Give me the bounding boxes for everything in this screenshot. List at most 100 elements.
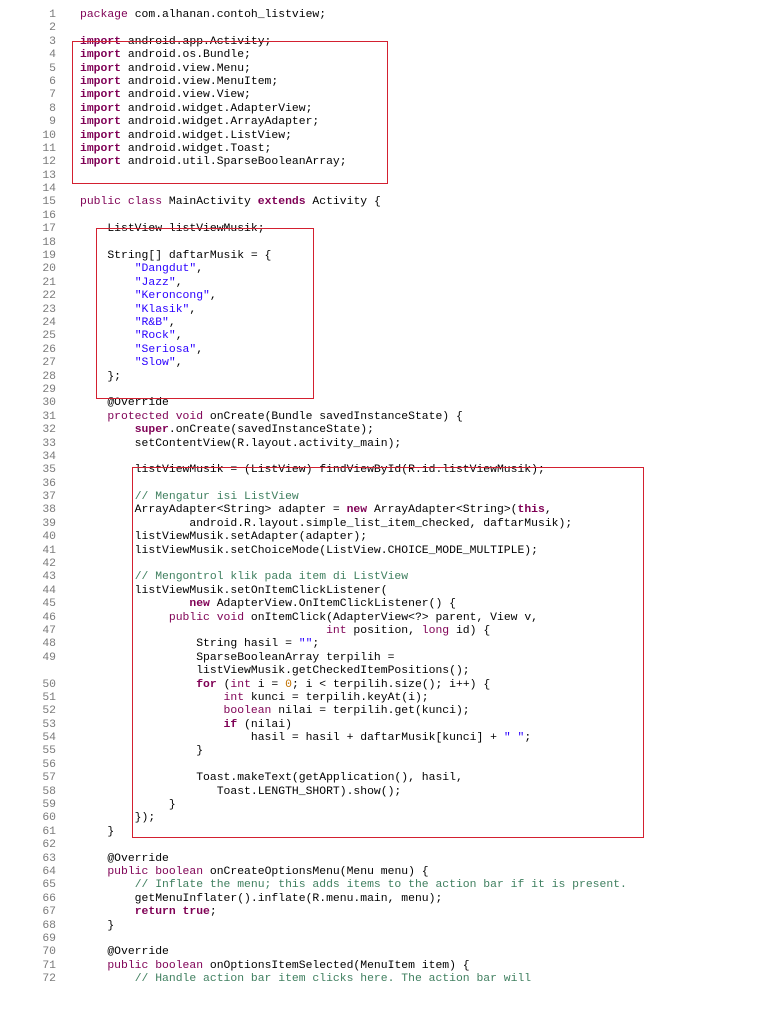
code-text: } — [80, 826, 114, 839]
code-line: 14 — [0, 183, 768, 196]
code-line: 63 @Override — [0, 853, 768, 866]
code-line: 59 } — [0, 799, 768, 812]
code-token: AdapterView.OnItemClickListener() { — [209, 598, 456, 611]
code-text: public boolean onCreateOptionsMenu(Menu … — [80, 866, 428, 879]
line-number: 21 — [42, 276, 56, 289]
code-line: 58 Toast.LENGTH_SHORT).show(); — [0, 786, 768, 799]
code-token — [80, 906, 135, 918]
code-text: "Dangdut", — [80, 263, 203, 276]
code-line: 62 — [0, 839, 768, 852]
line-number: 39 — [42, 517, 56, 530]
code-text: import android.util.SparseBooleanArray; — [80, 156, 347, 169]
code-token: import — [80, 75, 122, 88]
code-line: 40 listViewMusik.setAdapter(adapter); — [0, 531, 768, 544]
code-token: int — [326, 624, 347, 637]
line-number: 61 — [42, 825, 56, 838]
code-line: 60 }); — [0, 812, 768, 825]
code-token: MainActivity — [162, 196, 258, 209]
code-line: 24 "R&B", — [0, 317, 768, 330]
code-token: listViewMusik.getCheckedItemPositions(); — [80, 665, 470, 678]
code-token: onItemClick(AdapterView<?> parent, View … — [244, 611, 539, 624]
code-token: true — [182, 906, 210, 919]
code-line: 41 listViewMusik.setChoiceMode(ListView.… — [0, 545, 768, 558]
code-line: 30 @Override — [0, 397, 768, 410]
code-token: import — [80, 116, 122, 129]
code-token: new — [346, 504, 368, 517]
line-number: 48 — [42, 638, 56, 651]
code-text: Toast.makeText(getApplication(), hasil, — [80, 772, 463, 785]
code-line: 36 — [0, 478, 768, 491]
line-number: 2 — [49, 22, 56, 35]
code-line: 65 // Inflate the menu; this adds items … — [0, 879, 768, 892]
code-text: "Jazz", — [80, 277, 183, 290]
code-token: ; i < terpilih.size(); i++) { — [291, 678, 491, 691]
code-token: onOptionsItemSelected(MenuItem item) { — [203, 959, 470, 972]
line-number: 58 — [42, 785, 56, 798]
code-text: import android.view.Menu; — [80, 63, 251, 76]
code-token: import — [80, 129, 122, 142]
line-number: 32 — [42, 424, 56, 437]
code-text: import android.os.Bundle; — [80, 49, 251, 62]
line-number: 66 — [42, 892, 56, 905]
highlight-box-imports — [72, 41, 388, 184]
code-text: protected void onCreate(Bundle savedInst… — [80, 410, 463, 424]
line-number: 65 — [42, 879, 56, 892]
code-text: import android.view.View; — [80, 89, 251, 102]
line-number: 13 — [42, 169, 56, 182]
code-text: }; — [80, 371, 121, 384]
code-line: 12 import android.util.SparseBooleanArray… — [0, 156, 768, 169]
code-token — [80, 879, 135, 891]
code-line: 23 "Klasik", — [0, 304, 768, 317]
code-token: for — [196, 678, 217, 691]
code-token: onCreate(Bundle savedInstanceState) { — [203, 410, 463, 423]
line-number: 12 — [42, 156, 56, 169]
code-line: 33 setContentView(R.layout.activity_main… — [0, 438, 768, 451]
code-text: String[] daftarMusik = { — [80, 250, 271, 263]
code-line: 38 ArrayAdapter<String> adapter = new Ar… — [0, 504, 768, 517]
code-text: "Klasik", — [80, 304, 197, 317]
code-token: , — [544, 504, 552, 517]
code-token: public boolean — [107, 866, 204, 878]
line-number: 30 — [42, 397, 56, 410]
code-line: 67 return true; — [0, 906, 768, 919]
code-line: 53 if (nilai) — [0, 719, 768, 732]
code-text: int position, long id) { — [80, 625, 490, 638]
code-text: listViewMusik.setChoiceMode(ListView.CHO… — [80, 545, 538, 558]
code-text: import android.widget.AdapterView; — [80, 103, 312, 116]
code-text: // Inflate the menu; this adds items to … — [80, 879, 627, 892]
line-number: 18 — [42, 236, 56, 249]
code-token: Toast.makeText(getApplication(), hasil, — [80, 772, 463, 785]
code-text: return true; — [80, 906, 217, 919]
code-token: nilai = terpilih.get(kunci); — [271, 705, 470, 718]
code-line: 39 android.R.layout.simple_list_item_che… — [0, 518, 768, 531]
code-text: listViewMusik.getCheckedItemPositions(); — [80, 665, 470, 678]
code-token: listViewMusik.setChoiceMode(ListView.CHO… — [80, 544, 538, 557]
code-token: ArrayAdapter<String>( — [367, 504, 518, 517]
code-text: public void onItemClick(AdapterView<?> p… — [80, 612, 538, 625]
code-token: , — [175, 330, 183, 343]
code-text: import android.widget.Toast; — [80, 143, 271, 156]
code-token: .onCreate(savedInstanceState); — [168, 424, 374, 437]
line-number: 7 — [49, 89, 56, 102]
code-line: 50 for (int i = 0; i < terpilih.size(); … — [0, 679, 768, 692]
line-number: 67 — [42, 906, 56, 919]
code-text: @Override — [80, 397, 169, 410]
line-number: 4 — [49, 49, 56, 62]
code-token — [80, 491, 135, 503]
code-text: @Override — [80, 946, 169, 959]
code-token: " " — [503, 732, 525, 745]
line-number: 70 — [42, 946, 56, 959]
code-token: @Override — [80, 852, 169, 865]
code-token: ( — [216, 678, 231, 691]
code-line: 19 String[] daftarMusik = { — [0, 250, 768, 263]
code-token: // Handle action bar item clicks here. T… — [134, 973, 532, 986]
line-number: 3 — [49, 35, 56, 48]
code-text: listViewMusik.setAdapter(adapter); — [80, 531, 367, 544]
code-line: 18 — [0, 237, 768, 250]
code-token: , — [196, 343, 204, 356]
code-line: 13 — [0, 170, 768, 183]
code-text: public class MainActivity extends Activi… — [80, 196, 381, 209]
line-number: 55 — [42, 745, 56, 758]
code-token: "Keroncong" — [134, 290, 210, 303]
